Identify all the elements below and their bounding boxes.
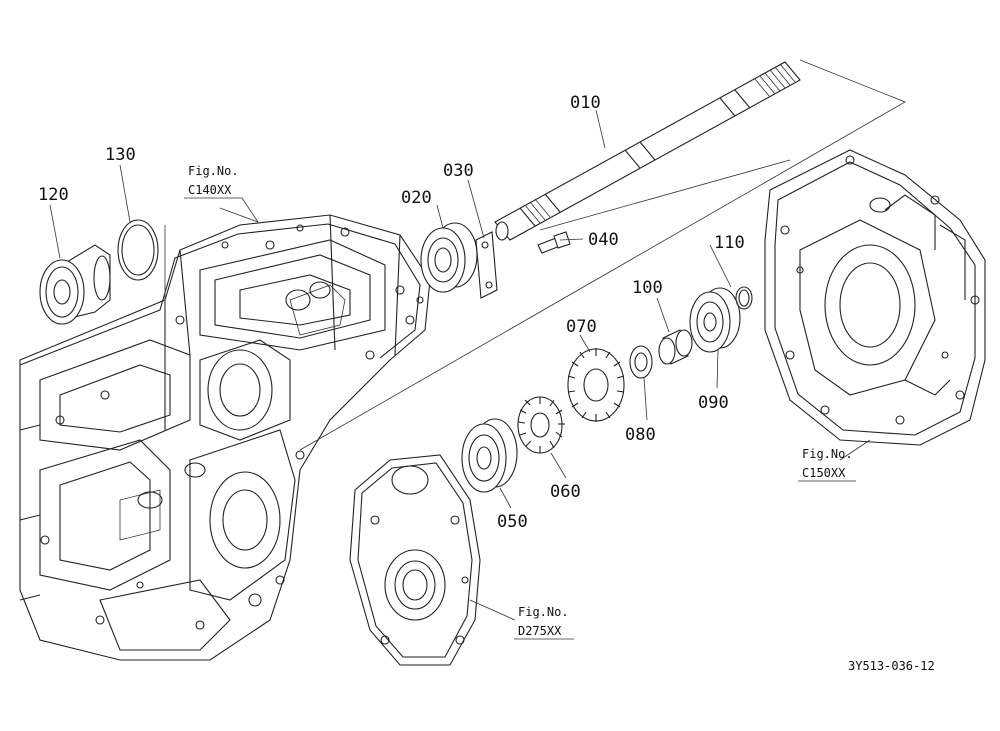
part-110-circlip (735, 286, 753, 310)
label-120: 120 (38, 185, 69, 205)
part-050-bearing (461, 418, 518, 493)
label-070: 070 (566, 317, 597, 337)
label-050: 050 (497, 512, 528, 532)
figure-ref-c150-line2: C150XX (802, 466, 846, 480)
part-130-snap-ring (117, 219, 159, 281)
figure-ref-c140-line1: Fig.No. (188, 164, 239, 178)
label-040: 040 (588, 230, 619, 250)
assembly-axis-lines (164, 59, 906, 451)
figure-ref-d275-line1: Fig.No. (518, 605, 569, 619)
figure-ref-d275-line2: D275XX (518, 624, 562, 638)
part-040-bolt (537, 231, 571, 254)
part-020-bearing (420, 222, 478, 293)
part-010-shaft (494, 61, 801, 241)
label-090: 090 (698, 393, 729, 413)
part-030-plate (475, 231, 498, 299)
leader-lines (49, 109, 871, 621)
label-030: 030 (443, 161, 474, 181)
label-080: 080 (625, 425, 656, 445)
label-010: 010 (570, 93, 601, 113)
clutch-housing (764, 149, 986, 446)
figure-ref-c140-line2: C140XX (188, 183, 232, 197)
part-070-gear (567, 348, 625, 422)
figure-ref-c140: Fig.No. C140XX (184, 164, 259, 223)
part-060-gear (517, 396, 565, 454)
gear-case-plate (349, 454, 481, 666)
label-060: 060 (550, 482, 581, 502)
part-120-cover (39, 244, 111, 325)
label-020: 020 (401, 188, 432, 208)
drawing-code: 3Y513-036-12 (848, 659, 935, 673)
transmission-case (19, 214, 431, 661)
label-130: 130 (105, 145, 136, 165)
figure-ref-c150-line1: Fig.No. (802, 447, 853, 461)
figure-ref-c150: Fig.No. C150XX (798, 447, 856, 482)
figure-ref-d275: Fig.No. D275XX (514, 605, 574, 640)
part-100-collar (658, 329, 693, 365)
label-110: 110 (714, 233, 745, 253)
label-100: 100 (632, 278, 663, 298)
part-080-washer (629, 345, 653, 379)
part-090-bearing (689, 287, 741, 353)
